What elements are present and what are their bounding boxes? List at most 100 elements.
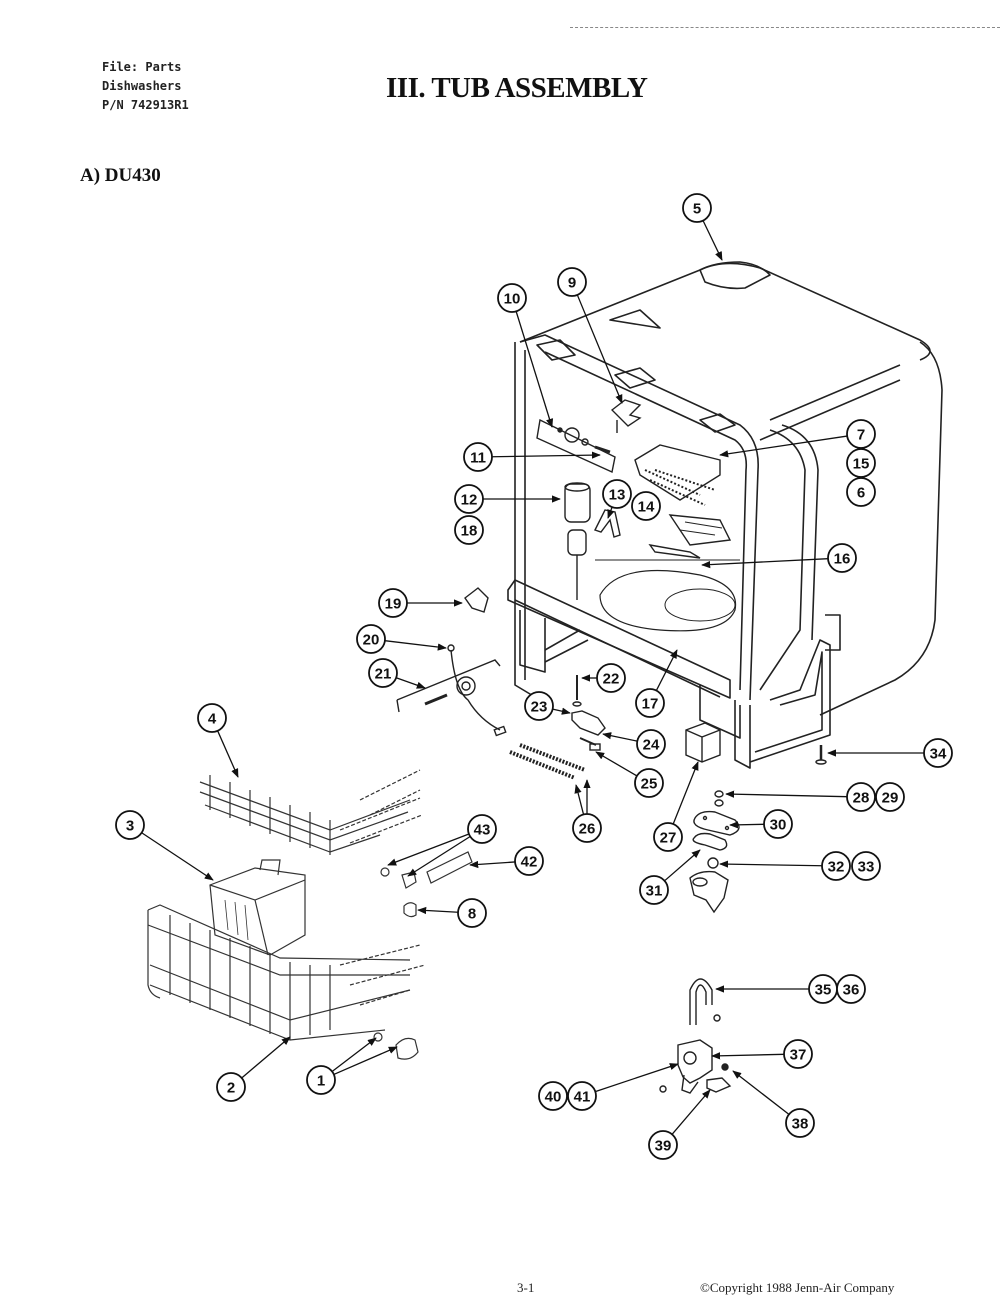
callout-number: 36 xyxy=(843,982,860,999)
callout-8[interactable]: 8 xyxy=(457,898,487,928)
callout-34[interactable]: 34 xyxy=(923,738,953,768)
callout-number: 3 xyxy=(126,818,134,835)
leader-line-26 xyxy=(574,784,585,815)
callout-11[interactable]: 11 xyxy=(463,442,493,472)
leader-line-9 xyxy=(576,294,623,404)
callout-30[interactable]: 30 xyxy=(763,809,793,839)
callout-36[interactable]: 36 xyxy=(836,974,866,1004)
callout-number: 26 xyxy=(579,821,596,838)
callout-circle xyxy=(846,782,876,812)
leader-line-1 xyxy=(333,1046,398,1076)
callout-19[interactable]: 19 xyxy=(378,588,408,618)
callout-5[interactable]: 5 xyxy=(682,193,712,223)
callout-circle xyxy=(454,515,484,545)
callout-circle xyxy=(457,898,487,928)
leader-line-31 xyxy=(664,849,701,882)
leader-line-11 xyxy=(491,451,601,459)
leader-line-41 xyxy=(595,1063,679,1093)
callout-number: 4 xyxy=(208,711,217,728)
callout-28[interactable]: 28 xyxy=(846,782,876,812)
callout-circle xyxy=(821,851,851,881)
callout-circle xyxy=(634,768,664,798)
callout-22[interactable]: 22 xyxy=(596,663,626,693)
callout-number: 43 xyxy=(474,822,491,839)
callout-27[interactable]: 27 xyxy=(653,822,683,852)
callout-circle xyxy=(836,974,866,1004)
callout-14[interactable]: 14 xyxy=(631,491,661,521)
tub-drawing xyxy=(507,261,943,769)
callout-circle xyxy=(197,703,227,733)
page-title: III. TUB ASSEMBLY xyxy=(386,72,648,104)
callout-13[interactable]: 13 xyxy=(602,479,632,509)
callout-20[interactable]: 20 xyxy=(356,624,386,654)
callout-number: 30 xyxy=(770,817,787,834)
callout-37[interactable]: 37 xyxy=(783,1039,813,1069)
leader-line-5 xyxy=(702,220,723,261)
callout-29[interactable]: 29 xyxy=(875,782,905,812)
callout-24[interactable]: 24 xyxy=(636,729,666,759)
callout-circle xyxy=(639,875,669,905)
callout-number: 24 xyxy=(643,737,660,754)
leader-lines xyxy=(141,220,924,1135)
callout-12[interactable]: 12 xyxy=(454,484,484,514)
callout-43[interactable]: 43 xyxy=(467,814,497,844)
callout-number: 41 xyxy=(574,1089,591,1106)
callout-32[interactable]: 32 xyxy=(821,851,851,881)
callout-42[interactable]: 42 xyxy=(514,846,544,876)
leader-line-42 xyxy=(469,860,516,869)
callout-7[interactable]: 7 xyxy=(846,419,876,449)
callout-circle xyxy=(306,1065,336,1095)
callout-10[interactable]: 10 xyxy=(497,283,527,313)
leader-line-17 xyxy=(655,649,678,691)
callout-40[interactable]: 40 xyxy=(538,1081,568,1111)
callout-circle xyxy=(631,491,661,521)
callout-6[interactable]: 6 xyxy=(846,477,876,507)
callout-circle xyxy=(653,822,683,852)
leader-line-10 xyxy=(515,311,554,428)
callout-circle xyxy=(648,1130,678,1160)
callout-circle xyxy=(602,479,632,509)
leader-line-2 xyxy=(241,1036,291,1079)
callout-number: 29 xyxy=(882,790,899,807)
callout-1[interactable]: 1 xyxy=(306,1065,336,1095)
callout-number: 35 xyxy=(815,982,832,999)
callout-number: 18 xyxy=(461,523,478,540)
callout-23[interactable]: 23 xyxy=(524,691,554,721)
callout-21[interactable]: 21 xyxy=(368,658,398,688)
callout-circle xyxy=(596,663,626,693)
callout-number: 39 xyxy=(655,1138,672,1155)
leader-line-27 xyxy=(672,761,699,825)
callout-25[interactable]: 25 xyxy=(634,768,664,798)
callout-circle xyxy=(368,658,398,688)
leader-line-7 xyxy=(719,435,848,458)
callout-15[interactable]: 15 xyxy=(846,448,876,478)
callout-26[interactable]: 26 xyxy=(572,813,602,843)
callout-number: 15 xyxy=(853,456,870,473)
callout-4[interactable]: 4 xyxy=(197,703,227,733)
callout-16[interactable]: 16 xyxy=(827,543,857,573)
callout-circle xyxy=(454,484,484,514)
callout-17[interactable]: 17 xyxy=(635,688,665,718)
callout-number: 22 xyxy=(603,671,620,688)
callout-circle xyxy=(538,1081,568,1111)
leader-line-1 xyxy=(331,1037,377,1073)
callout-3[interactable]: 3 xyxy=(115,810,145,840)
callout-2[interactable]: 2 xyxy=(216,1072,246,1102)
callout-31[interactable]: 31 xyxy=(639,875,669,905)
callout-35[interactable]: 35 xyxy=(808,974,838,1004)
callout-18[interactable]: 18 xyxy=(454,515,484,545)
callout-33[interactable]: 33 xyxy=(851,851,881,881)
callout-circle xyxy=(557,267,587,297)
callout-39[interactable]: 39 xyxy=(648,1130,678,1160)
part-number-line: P/N 742913R1 xyxy=(102,98,189,112)
callout-circle xyxy=(216,1072,246,1102)
callout-circle xyxy=(467,814,497,844)
callout-41[interactable]: 41 xyxy=(567,1081,597,1111)
callout-9[interactable]: 9 xyxy=(557,267,587,297)
callout-number: 37 xyxy=(790,1047,807,1064)
callout-38[interactable]: 38 xyxy=(785,1108,815,1138)
callout-circle xyxy=(635,688,665,718)
leader-line-13 xyxy=(607,506,615,519)
callout-circle xyxy=(846,477,876,507)
